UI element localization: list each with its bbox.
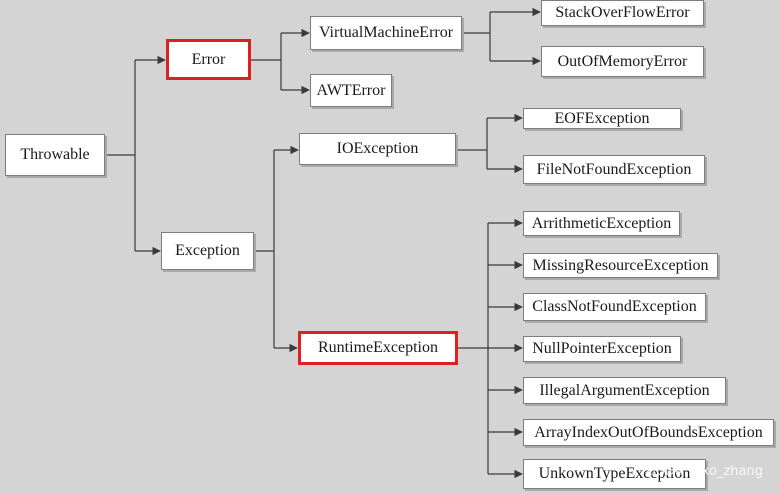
null-pointer-exception-node: NullPointerException [523, 336, 681, 362]
awt-error-node: AWTError [310, 74, 392, 107]
virtual-machine-error-node: VirtualMachineError [310, 16, 462, 50]
exception-node: Exception [161, 232, 254, 270]
watermark: CSDN @xo_zhang [647, 464, 763, 479]
io-exception-node: IOException [299, 133, 456, 165]
out-of-memory-error-node: OutOfMemoryError [541, 46, 704, 77]
arithmetic-exception-node: ArrithmeticException [523, 211, 680, 236]
unknown-type-exception-node: UnkownTypeException [523, 459, 706, 489]
error-node: Error [166, 39, 251, 80]
class-not-found-exception-node: ClassNotFoundException [523, 293, 706, 321]
file-not-found-exception-node: FileNotFoundException [523, 155, 705, 184]
stack-overflow-error-node: StackOverFlowError [541, 0, 704, 26]
illegal-argument-exception-node: IllegalArgumentException [523, 377, 726, 404]
missing-resource-exception-node: MissingResourceException [523, 253, 718, 278]
throwable-node: Throwable [5, 134, 105, 176]
eof-exception-node: EOFException [523, 108, 681, 129]
array-index-out-of-bounds-exception-node: ArrayIndexOutOfBoundsException [523, 419, 774, 446]
runtime-exception-node: RuntimeException [298, 331, 458, 365]
